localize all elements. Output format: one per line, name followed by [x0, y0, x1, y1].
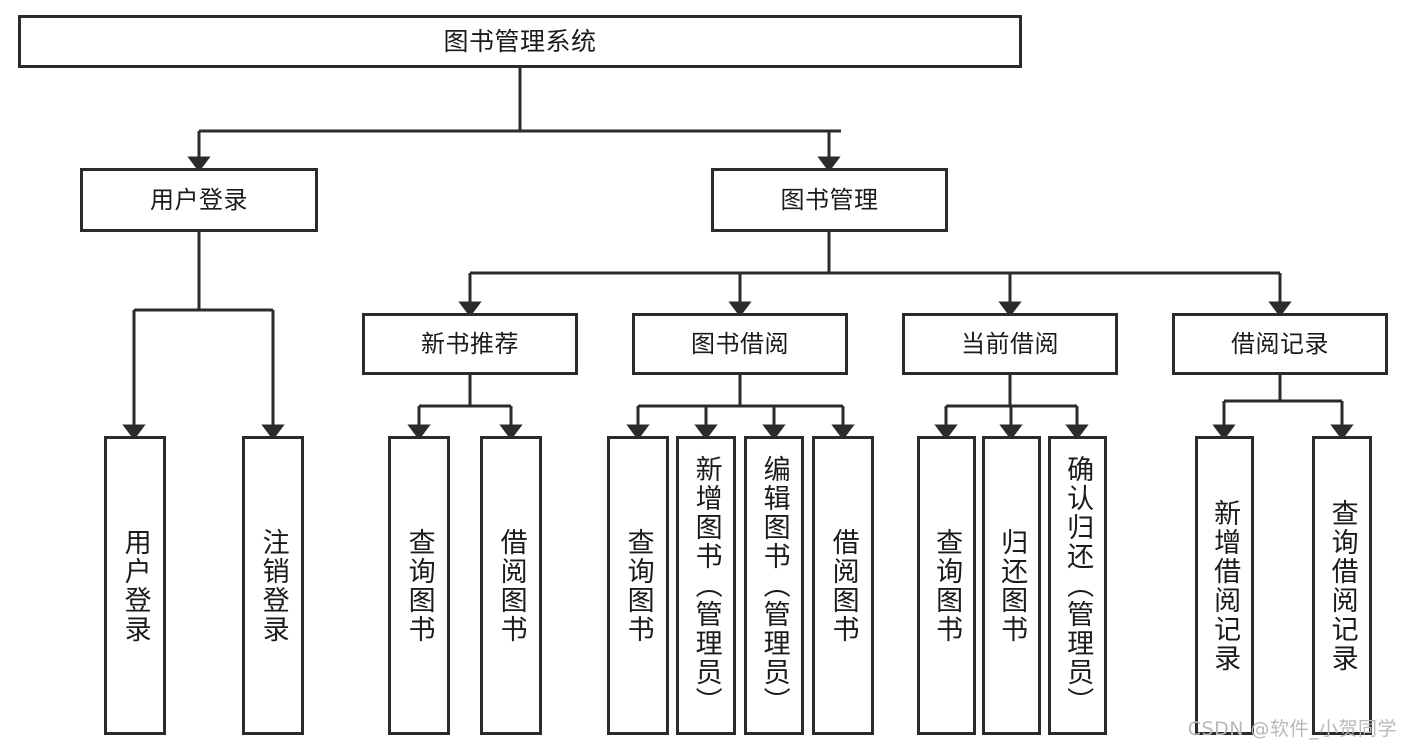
node-user-login[interactable]: 用户登录 [80, 168, 318, 232]
node-label: 新书推荐 [421, 329, 519, 358]
node-label: 图书管理 [780, 185, 879, 214]
node-borrow-record[interactable]: 借阅记录 [1172, 313, 1388, 375]
leaf-borrow-book-recommend[interactable]: 借阅图书 [480, 436, 542, 735]
node-label: 借阅图书 [495, 527, 527, 644]
node-book-management[interactable]: 图书管理 [711, 168, 948, 232]
node-label: 图书借阅 [691, 329, 789, 358]
node-label: 借阅记录 [1231, 329, 1329, 358]
leaf-query-borrow-record[interactable]: 查询借阅记录 [1312, 436, 1372, 735]
node-label: 确认归还（管理员） [1062, 455, 1094, 716]
leaf-confirm-return-admin[interactable]: 确认归还（管理员） [1048, 436, 1107, 735]
node-label: 新增借阅记录 [1209, 498, 1241, 673]
node-label: 注销登录 [257, 527, 289, 644]
node-label: 新增图书（管理员） [690, 455, 722, 716]
node-label: 查询借阅记录 [1326, 498, 1358, 673]
leaf-user-login[interactable]: 用户登录 [104, 436, 166, 735]
node-label: 用户登录 [119, 527, 151, 644]
node-root-system[interactable]: 图书管理系统 [18, 15, 1022, 68]
node-label: 归还图书 [996, 527, 1028, 644]
node-current-borrow[interactable]: 当前借阅 [902, 313, 1118, 375]
leaf-query-book-current[interactable]: 查询图书 [917, 436, 976, 735]
node-label: 查询图书 [931, 527, 963, 644]
leaf-edit-book-admin[interactable]: 编辑图书（管理员） [744, 436, 804, 735]
node-label: 当前借阅 [961, 329, 1059, 358]
node-label: 借阅图书 [827, 527, 859, 644]
leaf-query-book-borrow[interactable]: 查询图书 [607, 436, 669, 735]
node-new-book-recommend[interactable]: 新书推荐 [362, 313, 578, 375]
node-book-borrow[interactable]: 图书借阅 [632, 313, 848, 375]
leaf-logout[interactable]: 注销登录 [242, 436, 304, 735]
leaf-borrow-book[interactable]: 借阅图书 [812, 436, 874, 735]
leaf-add-borrow-record[interactable]: 新增借阅记录 [1195, 436, 1254, 735]
node-label: 图书管理系统 [443, 26, 597, 56]
leaf-add-book-admin[interactable]: 新增图书（管理员） [676, 436, 736, 735]
node-label: 编辑图书（管理员） [758, 455, 790, 716]
node-label: 查询图书 [622, 527, 654, 644]
csdn-watermark: CSDN @软件_小贺同学 [1187, 718, 1397, 740]
leaf-return-book[interactable]: 归还图书 [982, 436, 1041, 735]
leaf-query-book-recommend[interactable]: 查询图书 [388, 436, 450, 735]
node-label: 用户登录 [150, 185, 248, 214]
node-label: 查询图书 [403, 527, 435, 644]
